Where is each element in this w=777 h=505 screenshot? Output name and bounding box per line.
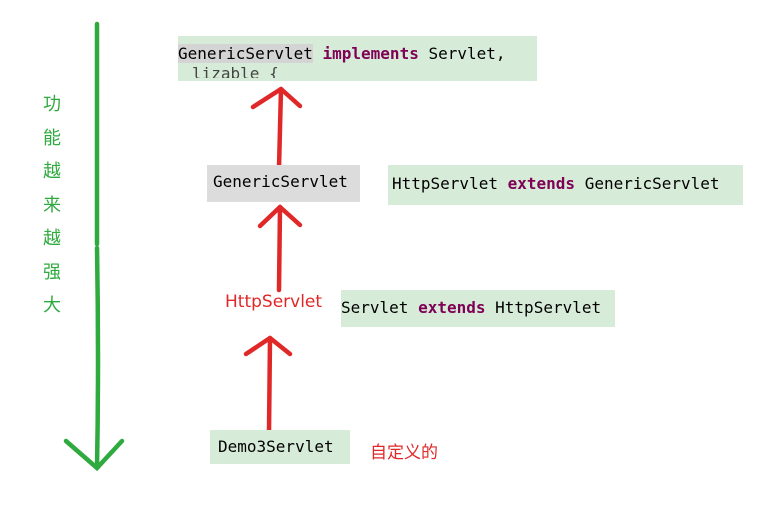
parent-class: HttpServlet: [495, 298, 602, 317]
class-name: Servlet: [341, 298, 409, 317]
extends-keyword: extends: [418, 298, 486, 317]
interface-name: Servlet,: [428, 44, 506, 63]
generic-servlet-box: GenericServlet: [207, 165, 360, 202]
parent-class: GenericServlet: [584, 174, 720, 193]
http-servlet-label: HttpServlet: [225, 292, 323, 312]
implements-keyword: implements: [322, 44, 419, 63]
caption-char: 强: [43, 261, 61, 283]
caption-char: 能: [43, 127, 61, 149]
red-up-arrow-bottom: [243, 335, 293, 435]
red-up-arrow-top: [250, 86, 303, 171]
servlet-declaration: Servlet extends HttpServlet: [341, 290, 615, 327]
demo3-servlet-text: Demo3Servlet: [218, 437, 334, 456]
caption-char: 来: [43, 194, 61, 216]
caption-char: 越: [43, 228, 61, 249]
caption-char: 功: [43, 94, 61, 115]
custom-label: 自定义的: [370, 443, 438, 463]
caption-char: 大: [43, 295, 61, 316]
class-name: GenericServlet: [178, 44, 313, 63]
green-down-arrow: [63, 21, 125, 472]
generic-servlet-text: GenericServlet: [213, 172, 348, 191]
generic-servlet-declaration: GenericServlet implements Servlet, lizab…: [178, 36, 537, 81]
extends-keyword: extends: [507, 174, 576, 193]
red-up-arrow-middle: [257, 204, 303, 293]
caption-char: 越: [43, 161, 61, 182]
demo3-servlet-box: Demo3Servlet: [210, 430, 350, 464]
code-line-2: lizable {: [192, 64, 279, 78]
class-name: HttpServlet: [392, 174, 498, 193]
http-servlet-declaration: HttpServlet extends GenericServlet: [388, 165, 743, 205]
vertical-caption: 功 能 越 来 越 强 大: [40, 88, 64, 323]
